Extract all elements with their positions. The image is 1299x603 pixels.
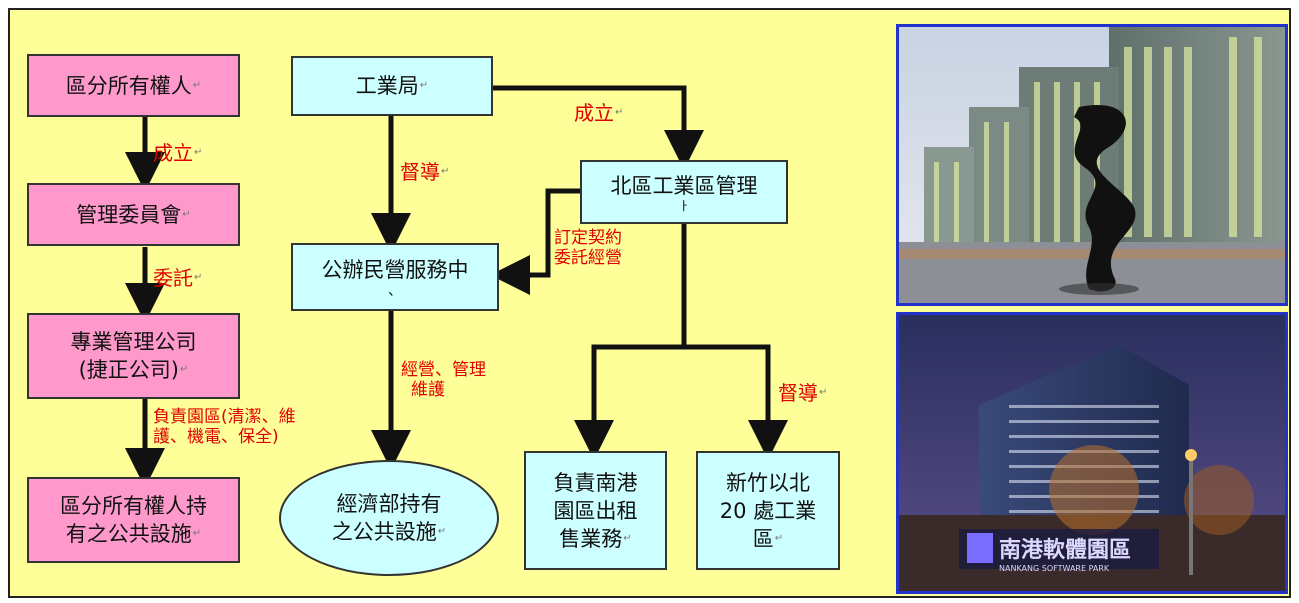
owners-box: 區分所有權人↵ <box>27 54 240 117</box>
label-operate-line2: 維護 <box>411 380 445 400</box>
arrow-north-office-to-service-center <box>490 188 580 295</box>
arrow-to-nangang <box>574 344 684 460</box>
hsinchu-line3: 區 <box>752 526 774 551</box>
moea-line1: 經濟部持有 <box>336 492 442 516</box>
committee-box: 管理委員會↵ <box>27 183 240 246</box>
company-line1: 專業管理公司 <box>70 330 197 354</box>
owners-label: 區分所有權人 <box>65 73 192 98</box>
bureau-label: 工業局 <box>355 74 419 98</box>
label-responsible-line1: 負責園區(清潔、維 <box>153 407 296 427</box>
hsinchu-line2: 20 處工業 <box>719 498 817 523</box>
edit-mark: ↵ <box>437 526 447 537</box>
edit-mark: ↵ <box>419 80 429 91</box>
company-line2: (捷正公司) <box>78 358 179 382</box>
label-contract-line2: 委託經營 <box>554 248 622 268</box>
edit-mark: ↵ <box>182 208 191 220</box>
hsinchu-line1: 新竹以北 <box>726 470 810 495</box>
edit-mark: ↵ <box>623 532 632 544</box>
owned-facilities-line2: 有之公共設施 <box>65 522 192 546</box>
label-supervise-right: 督導↵ <box>778 381 828 405</box>
arrow-bureau-to-north-office <box>493 85 704 170</box>
label-contract-line1: 訂定契約 <box>554 228 622 248</box>
arrow-to-hsinchu <box>684 344 788 460</box>
edit-mark: ↵ <box>180 364 189 375</box>
company-box: 專業管理公司 (捷正公司)↵ <box>27 313 240 399</box>
moea-facilities-ellipse: 經濟部持有 之公共設施↵ <box>279 460 499 576</box>
north-office-line2: ㅏ <box>678 199 690 213</box>
edit-mark: ↵ <box>192 528 202 539</box>
label-contract: 訂定契約 委託經營 <box>554 228 622 268</box>
committee-label: 管理委員會 <box>76 202 182 227</box>
nangang-line1: 負責南港 <box>553 470 638 495</box>
edit-mark: ↵ <box>774 532 784 544</box>
label-operate-line1: 經營、管理 <box>401 360 486 380</box>
label-supervise-left: 督導↵ <box>400 160 450 184</box>
label-establish-right: 成立↵ <box>574 101 624 125</box>
nangang-line2: 園區出租 <box>553 498 638 523</box>
nangang-box: 負責南港 園區出租 售業務↵ <box>524 451 667 570</box>
service-center-line1: 公辦民營服務中 <box>321 258 469 282</box>
moea-line2: 之公共設施 <box>331 520 437 544</box>
nangang-line3: 售業務 <box>559 526 623 551</box>
nangang-software-park-photo: 南港軟體園區 NANKANG SOFTWARE PARK <box>896 312 1288 594</box>
label-responsible: 負責園區(清潔、維 護、機電、保全) <box>153 407 296 447</box>
owned-facilities-line1: 區分所有權人持 <box>60 494 207 518</box>
edit-mark: ↵ <box>192 79 202 91</box>
park-sign-text: 南港軟體園區 <box>999 537 1131 563</box>
label-responsible-line2: 護、機電、保全) <box>153 427 279 447</box>
hsinchu-box: 新竹以北 20 處工業 區↵ <box>696 451 840 570</box>
building-sculpture-photo <box>896 24 1288 306</box>
bureau-box: 工業局↵ <box>291 56 493 116</box>
label-establish-left: 成立↵ <box>153 141 203 165</box>
owned-facilities-box: 區分所有權人持 有之公共設施↵ <box>27 477 240 563</box>
north-office-line1: 北區工業區管理 <box>610 174 758 198</box>
park-sign-en-text: NANKANG SOFTWARE PARK <box>999 564 1110 573</box>
service-center-line2: 、 <box>388 283 402 299</box>
label-entrust: 委託↵ <box>153 266 203 290</box>
label-operate: 經營、管理 維護 <box>401 360 486 400</box>
north-office-box: 北區工業區管理 ㅏ <box>580 160 788 224</box>
service-center-box: 公辦民營服務中 、 <box>291 243 499 311</box>
